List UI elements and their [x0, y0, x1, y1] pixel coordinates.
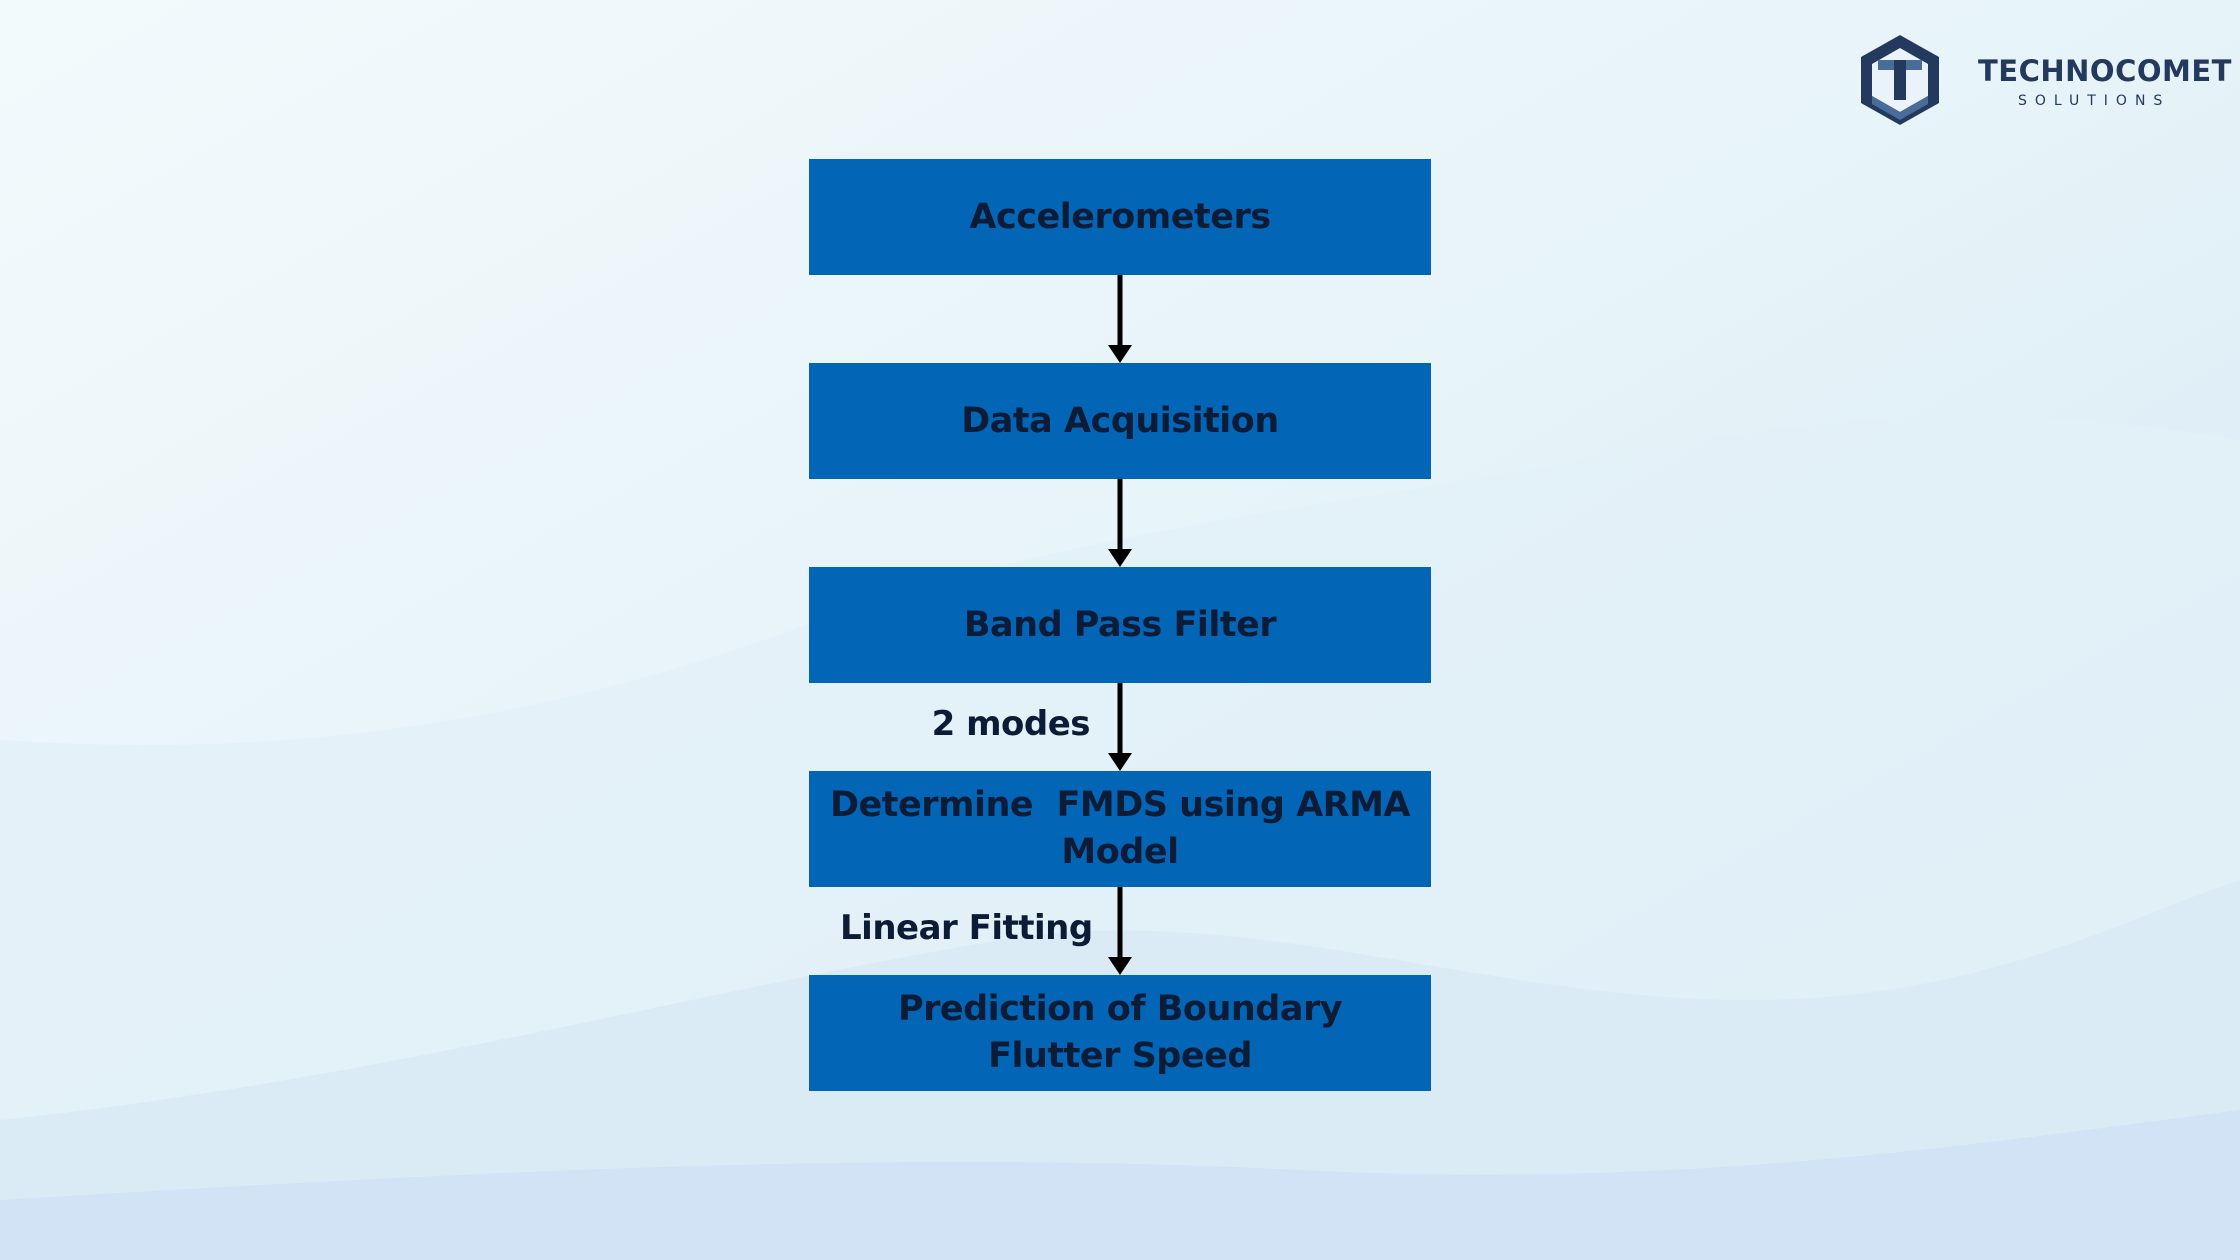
flow-step-determine-fmds: Determine FMDS using ARMA Model — [809, 771, 1431, 887]
brand-tagline: SOLUTIONS — [2018, 93, 2171, 109]
step-label: Band Pass Filter — [963, 604, 1277, 645]
step-label: Data Acquisition — [961, 400, 1279, 441]
flow-step-data-acquisition: Data Acquisition — [809, 363, 1431, 479]
flow-step-prediction: Prediction of Boundary Flutter Speed — [809, 975, 1431, 1091]
brand-logo: TECHNOCOMET SOLUTIONS — [1850, 30, 2231, 130]
step-label: Determine FMDS using ARMA Model — [829, 785, 1422, 872]
edge-label-linear-fitting: Linear Fitting — [840, 908, 1093, 948]
step-label: Prediction of Boundary Flutter Speed — [897, 989, 1343, 1076]
step-label: Accelerometers — [969, 196, 1271, 237]
flow-step-band-pass-filter: Band Pass Filter — [809, 567, 1431, 683]
hexagon-t-logo-icon — [1861, 35, 1939, 125]
edge-label-2-modes: 2 modes — [931, 704, 1091, 744]
flow-step-accelerometers: Accelerometers — [809, 159, 1431, 275]
brand-name: TECHNOCOMET — [1978, 54, 2232, 88]
